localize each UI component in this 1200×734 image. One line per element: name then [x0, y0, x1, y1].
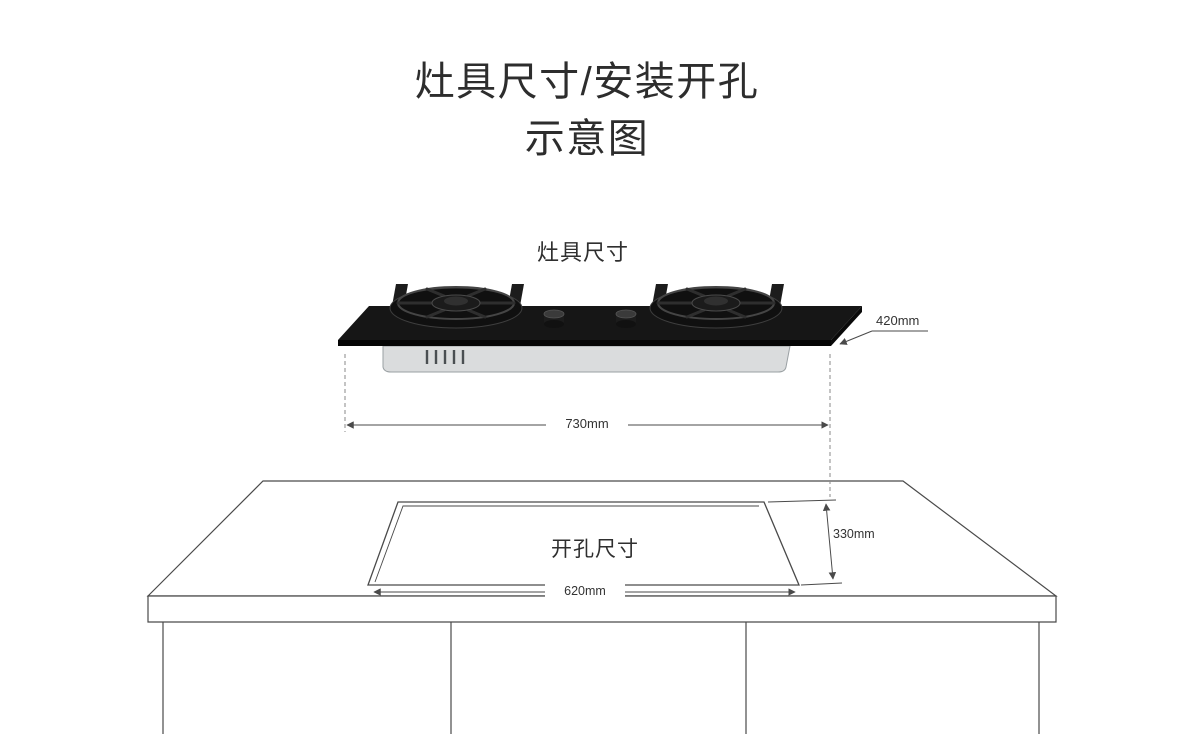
dimension-stove-width: 730mm	[546, 416, 628, 431]
control-knobs	[543, 309, 637, 328]
dimension-cutout-depth: 330mm	[833, 527, 875, 541]
right-burner	[649, 286, 783, 329]
dimension-cutout-width: 620mm	[545, 584, 625, 598]
title-line-1: 灶具尺寸/安装开孔	[414, 60, 760, 104]
dim-ext-bottom	[800, 582, 843, 586]
cutout-opening	[367, 501, 800, 586]
page-title: 灶具尺寸/安装开孔 示意图	[0, 54, 1174, 168]
cutout-outline	[367, 501, 800, 586]
dim-leader-420	[839, 330, 928, 345]
countertop-front-edge	[147, 595, 1057, 623]
title-line-2: 示意图	[524, 116, 650, 161]
stove-body	[382, 345, 791, 373]
countertop-illustration	[146, 480, 1058, 734]
stove-size-label: 灶具尺寸	[536, 240, 629, 265]
dimension-stove-depth: 420mm	[876, 313, 920, 328]
cutout-size-label: 开孔尺寸	[551, 538, 639, 561]
stove-vents	[425, 350, 465, 364]
projection-lines	[344, 354, 831, 497]
stove-glass-front-edge	[338, 340, 831, 346]
dim-ext-top	[767, 499, 837, 503]
stove-glass-right-edge	[831, 306, 862, 346]
left-burner	[389, 286, 523, 329]
dim-line-330	[767, 499, 843, 586]
cutout-thickness-line	[374, 505, 759, 583]
stove-illustration	[338, 284, 862, 373]
